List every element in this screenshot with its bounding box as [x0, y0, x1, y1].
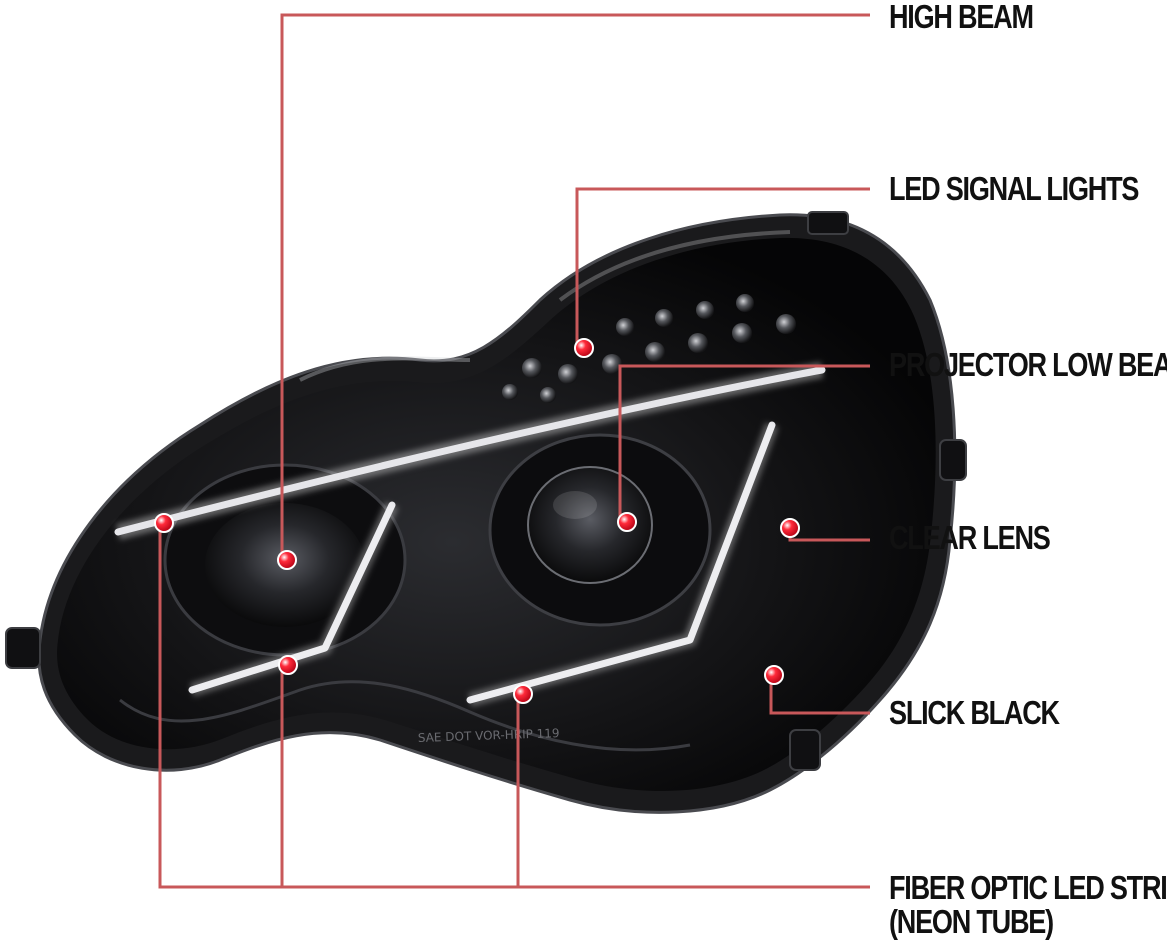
mount-tab-top — [807, 211, 849, 235]
dot-high-beam — [277, 550, 297, 570]
mount-tab-left — [5, 627, 41, 669]
led-signal-led — [655, 309, 673, 327]
dot-fiber-right — [513, 684, 533, 704]
leader-high-beam — [280, 13, 870, 560]
led-signal-led — [616, 318, 634, 336]
projector-lens-shine — [553, 491, 597, 519]
led-signal-led — [736, 294, 754, 312]
mount-tab-bottom — [789, 729, 821, 771]
label-clear-lens: CLEAR LENS — [889, 519, 1051, 556]
led-signal-led — [540, 387, 556, 403]
led-signal-led — [732, 323, 752, 343]
leader-projector — [618, 364, 870, 522]
led-signal-led — [776, 314, 796, 334]
leader-led-signal — [575, 187, 870, 350]
led-signal-led — [602, 354, 622, 374]
led-signal-led — [558, 364, 578, 384]
label-projector-low-beam: PROJECTOR LOW BEAM — [889, 346, 1167, 383]
label-fiber-line1: FIBER OPTIC LED STRIP — [889, 869, 1167, 906]
label-high-beam: HIGH BEAM — [889, 0, 1034, 35]
leader-fiber-left — [158, 525, 870, 889]
label-slick-black: SLICK BLACK — [889, 694, 1060, 731]
led-signal-led — [502, 384, 518, 400]
fiber-strip-main — [114, 366, 826, 536]
dot-fiber-left — [154, 513, 174, 533]
rim-highlight-top — [558, 230, 791, 302]
label-led-signal-lights: LED SIGNAL LIGHTS — [889, 170, 1139, 207]
dot-slick-black — [764, 665, 784, 685]
dot-projector — [617, 512, 637, 532]
dot-clear-lens — [780, 518, 800, 538]
led-signal-cluster — [502, 294, 796, 403]
mount-tab-right — [939, 439, 967, 481]
fiber-strip-left-glow — [189, 502, 399, 697]
dot-led-signal — [574, 338, 594, 358]
callout-dots — [154, 338, 800, 704]
label-fiber-line2: (NEON TUBE) — [889, 903, 1054, 940]
fiber-optic-strip — [114, 362, 826, 707]
label-fiber-optic-led-strip: FIBER OPTIC LED STRIP (NEON TUBE) — [889, 871, 1167, 939]
led-signal-led — [522, 358, 542, 378]
led-signal-led — [688, 333, 708, 353]
housing-stamp: SAE DOT VOR-HRIP 119 — [418, 726, 560, 745]
headlight-housing: SAE DOT VOR-HRIP 119 — [5, 211, 967, 814]
led-signal-led — [696, 301, 714, 319]
fiber-strip-right-glow — [468, 422, 779, 707]
dot-fiber-mid — [278, 655, 298, 675]
leader-slick-black — [769, 675, 870, 715]
led-signal-led — [645, 342, 665, 362]
leader-lines — [158, 13, 870, 889]
rim-highlight — [299, 356, 471, 382]
lower-trim — [119, 680, 691, 752]
